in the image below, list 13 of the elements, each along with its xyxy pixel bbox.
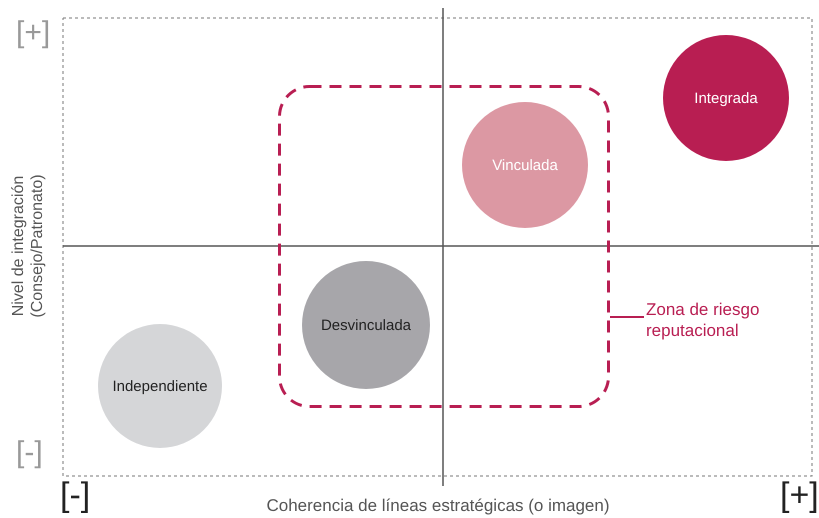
axis-title: Coherencia de líneas estratégicas (o imagen) <box>266 496 610 516</box>
axis-end-mark: [+] <box>16 16 50 50</box>
circle-node: Vinculada <box>462 102 588 228</box>
axis-title: Nivel de integración (Consejo/Patronato) <box>9 173 47 320</box>
circle-node: Desvinculada <box>302 261 430 389</box>
circle-node: Independiente <box>98 324 222 448</box>
callout-text: Zona de riesgo reputacional <box>646 298 806 342</box>
axis-end-mark: [-] <box>16 436 43 470</box>
axis-end-mark: [+] <box>780 476 819 515</box>
axis-end-mark: [-] <box>60 476 90 515</box>
dashed-zone-box <box>278 85 610 408</box>
leader-line <box>610 316 644 318</box>
circle-node: Integrada <box>663 35 789 161</box>
